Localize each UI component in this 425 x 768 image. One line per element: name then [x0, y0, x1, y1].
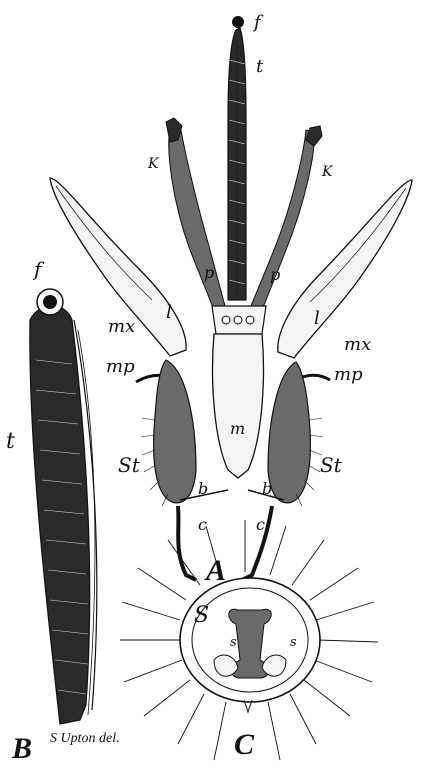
- label-s-small-right: s: [290, 635, 297, 650]
- panel-b: [30, 289, 97, 724]
- label-t-side: t: [6, 429, 15, 454]
- label-m-center: m: [230, 419, 245, 438]
- label-b-left: b: [198, 479, 208, 498]
- cardo-left: [178, 506, 196, 580]
- labial-palp-right: [251, 130, 314, 310]
- label-t-top: t: [256, 56, 264, 77]
- label-s-small-left: s: [230, 635, 237, 650]
- label-mp-left: mp: [106, 356, 135, 377]
- label-b-right: b: [262, 479, 272, 498]
- label-a: A: [204, 554, 226, 587]
- label-f-side: f: [32, 257, 45, 281]
- label-b: B: [11, 732, 32, 765]
- label-k-left: K: [147, 156, 160, 172]
- label-f-top: f: [252, 12, 264, 33]
- paraglossa: [212, 306, 266, 334]
- label-st-right: St: [320, 453, 343, 477]
- label-st-left: St: [118, 453, 141, 477]
- label-mx-left: mx: [108, 316, 135, 337]
- labial-palp-left: [169, 124, 225, 310]
- proboscis-tongue: [228, 16, 246, 300]
- label-l-right: l: [314, 308, 320, 329]
- tongue-tip: [232, 16, 244, 28]
- label-p-left: p: [204, 263, 214, 282]
- label-c: C: [234, 728, 255, 761]
- label-mp-right: mp: [334, 364, 363, 385]
- label-c-right: c: [256, 515, 265, 534]
- panel-c: [120, 520, 378, 760]
- panel-a: [50, 16, 412, 580]
- stipes-left: [154, 360, 196, 503]
- label-signature: S Upton del.: [50, 731, 120, 746]
- maxillary-palp-right: [300, 375, 330, 380]
- tongue-side-view: [30, 306, 90, 724]
- label-c-left: c: [198, 515, 207, 534]
- mentum: [213, 334, 264, 478]
- label-l-left: l: [166, 302, 172, 323]
- label-s-big: S: [194, 603, 209, 628]
- label-p-right: p: [270, 265, 280, 284]
- stipes-right: [268, 362, 310, 503]
- label-k-right: K: [321, 164, 334, 180]
- label-mx-right: mx: [344, 334, 371, 355]
